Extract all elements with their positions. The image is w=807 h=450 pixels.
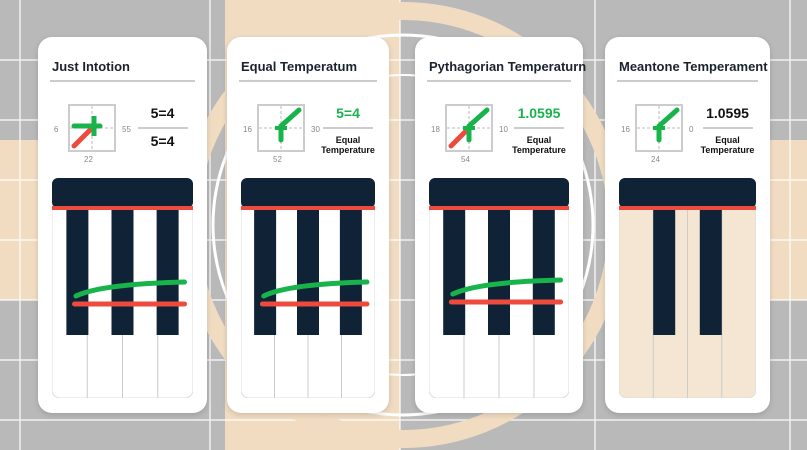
value-divider bbox=[514, 127, 564, 129]
card-title: Pythagorian Temperaturn bbox=[429, 59, 587, 74]
red-line bbox=[241, 206, 375, 210]
tuning-diagram bbox=[257, 104, 305, 152]
black-key bbox=[532, 208, 555, 335]
ratio-subtitle: Equal Temperature bbox=[321, 135, 375, 155]
red-line bbox=[619, 206, 756, 210]
piano-keyboard[interactable] bbox=[429, 178, 569, 398]
right-axis-label: 55 bbox=[122, 125, 131, 134]
tuning-diagram bbox=[445, 104, 493, 152]
tuning-diagram bbox=[635, 104, 683, 152]
black-key bbox=[699, 208, 722, 335]
green-pitch-curve bbox=[450, 277, 564, 297]
ratio-subtitle: 5=4 bbox=[150, 133, 175, 149]
tuning-card[interactable]: Meantone Temperament 16 0 24 1.0595 Equa… bbox=[605, 37, 770, 413]
ratio-subtitle: Equal Temperature bbox=[700, 135, 755, 155]
tuning-card[interactable]: Pythagorian Temperaturn 18 10 54 1.0595 … bbox=[415, 37, 587, 413]
tuning-card[interactable]: Equal Temperatum 16 30 52 5=4 Equal Temp… bbox=[227, 37, 389, 413]
tuning-card[interactable]: Just Intotion 6 55 22 5=4 5=4 bbox=[38, 37, 207, 413]
red-line bbox=[52, 206, 193, 210]
value-divider bbox=[323, 127, 373, 129]
ratio-subtitle: Equal Temperature bbox=[512, 135, 566, 155]
black-key bbox=[443, 208, 466, 335]
black-key bbox=[156, 208, 179, 335]
black-key bbox=[254, 208, 277, 335]
divider bbox=[427, 80, 571, 82]
left-axis-label: 16 bbox=[243, 125, 252, 134]
green-pitch-curve bbox=[73, 279, 188, 299]
ratio-value: 5=4 bbox=[336, 105, 360, 121]
ratio-value: 1.0595 bbox=[517, 105, 561, 121]
value-divider bbox=[137, 127, 188, 129]
keyboard-header bbox=[52, 178, 193, 208]
green-pitch-curve bbox=[261, 279, 370, 299]
keyboard-header bbox=[619, 178, 756, 208]
bottom-axis-label: 22 bbox=[84, 155, 93, 164]
divider bbox=[239, 80, 377, 82]
left-axis-label: 16 bbox=[621, 125, 630, 134]
bottom-axis-label: 54 bbox=[461, 155, 470, 164]
black-key bbox=[297, 208, 319, 335]
black-key bbox=[111, 208, 134, 335]
value-divider bbox=[702, 127, 753, 129]
keyboard-header bbox=[241, 178, 375, 208]
tuning-diagram bbox=[68, 104, 116, 152]
left-axis-label: 18 bbox=[431, 125, 440, 134]
card-title: Meantone Temperament bbox=[619, 59, 768, 74]
black-key bbox=[66, 208, 89, 335]
bottom-axis-label: 24 bbox=[651, 155, 660, 164]
card-title: Equal Temperatum bbox=[241, 59, 358, 74]
bottom-axis-label: 52 bbox=[273, 155, 282, 164]
piano-keyboard[interactable] bbox=[619, 178, 756, 398]
red-line bbox=[429, 206, 569, 210]
black-key bbox=[653, 208, 676, 335]
keyboard-header bbox=[429, 178, 569, 208]
card-title: Just Intotion bbox=[52, 59, 130, 74]
ratio-value: 1.0595 bbox=[706, 105, 749, 121]
ratio-value: 5=4 bbox=[150, 105, 175, 121]
piano-keyboard[interactable] bbox=[241, 178, 375, 398]
black-key bbox=[488, 208, 510, 335]
right-axis-label: 10 bbox=[499, 125, 508, 134]
piano-keyboard[interactable] bbox=[52, 178, 193, 398]
divider bbox=[50, 80, 195, 82]
right-axis-label: 30 bbox=[311, 125, 320, 134]
right-axis-label: 0 bbox=[689, 125, 694, 134]
left-axis-label: 6 bbox=[54, 125, 59, 134]
divider bbox=[617, 80, 758, 82]
black-key bbox=[339, 208, 362, 335]
